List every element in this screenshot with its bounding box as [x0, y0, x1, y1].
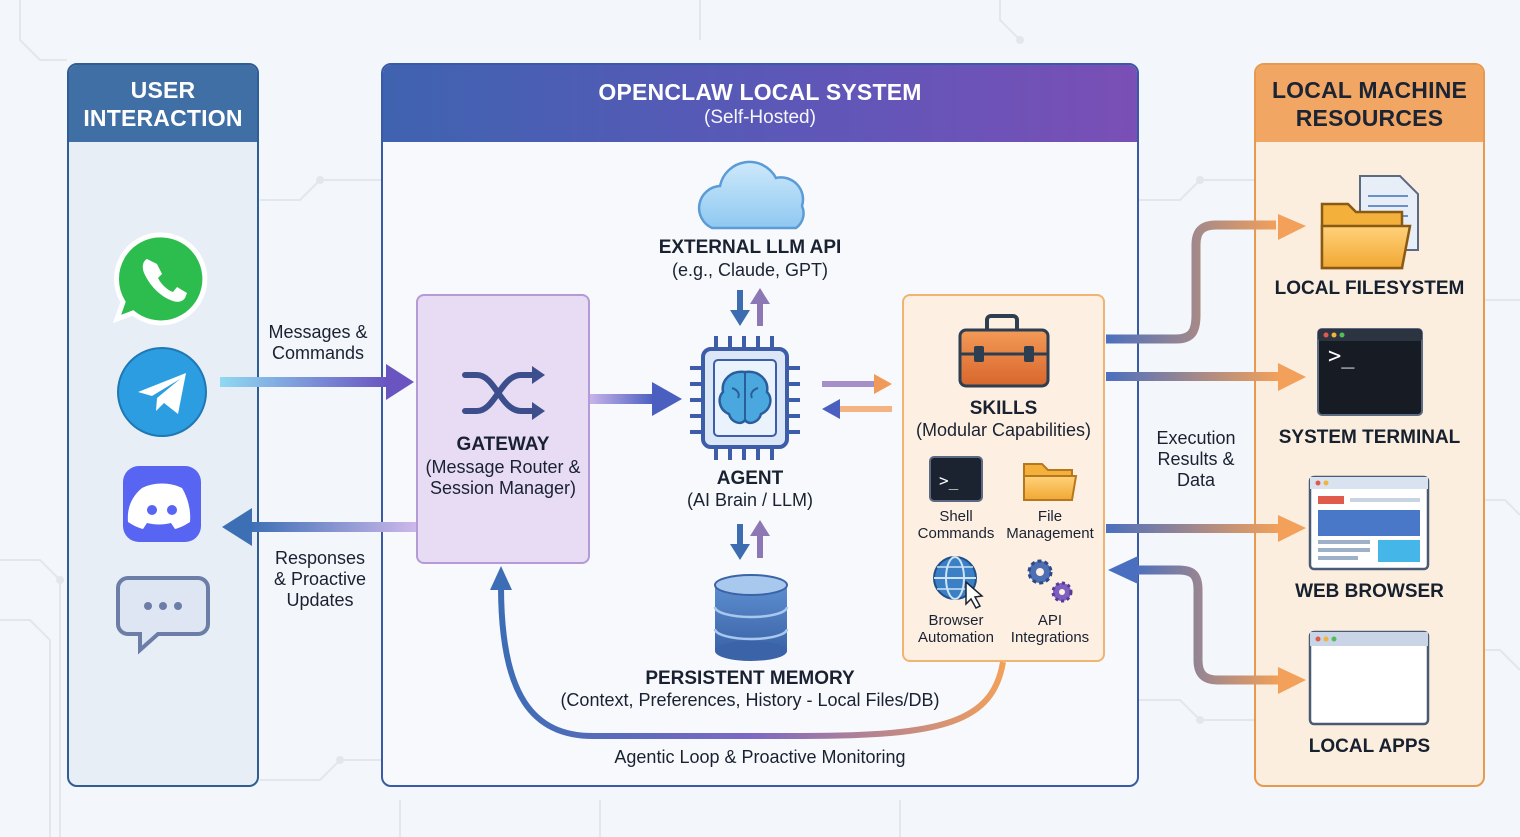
skill-file-line2: Management: [1006, 525, 1094, 542]
skills-description: (Modular Capabilities): [915, 420, 1092, 440]
agent-description: (AI Brain / LLM): [686, 490, 814, 510]
resource-label-apps: LOCAL APPS: [1308, 736, 1431, 757]
resource-label-browser: WEB BROWSER: [1295, 581, 1444, 602]
skills-box: [902, 294, 1105, 662]
outbound-label-line3: Updates: [286, 590, 354, 610]
gateway-title: GATEWAY: [456, 434, 550, 455]
memory-title: PERSISTENT MEMORY: [645, 668, 855, 689]
skill-file-management: File Management: [1004, 508, 1096, 542]
inbound-label-line1: Messages &: [268, 322, 368, 342]
resources-panel-title-line1: LOCAL MACHINE: [1271, 76, 1468, 103]
agentic-loop-label: Agentic Loop & Proactive Monitoring: [614, 747, 906, 767]
execution-label-line2: Results &: [1157, 449, 1235, 469]
skill-shell-line1: Shell: [939, 508, 973, 525]
outbound-label-line1: Responses: [274, 548, 366, 568]
outbound-label-line2: & Proactive: [273, 569, 367, 589]
gateway-desc-line1: (Message Router &: [425, 457, 581, 477]
system-panel-title: OPENCLAW LOCAL SYSTEM: [598, 78, 922, 105]
outbound-label: Responses & Proactive Updates: [262, 548, 378, 611]
user-panel-title-line1: USER: [130, 76, 196, 103]
resources-panel-title-line2: RESOURCES: [1295, 104, 1444, 131]
user-panel-title-line2: INTERACTION: [83, 104, 243, 131]
execution-label-line3: Data: [1176, 470, 1216, 490]
resource-label-filesystem: LOCAL FILESYSTEM: [1274, 278, 1465, 299]
skill-api-line1: API: [1037, 612, 1063, 629]
skill-file-line1: File: [1037, 508, 1063, 525]
skill-api-line2: Integrations: [1010, 629, 1090, 646]
system-panel-subtitle: (Self-Hosted): [704, 106, 816, 128]
execution-label: Execution Results & Data: [1142, 428, 1250, 491]
skill-browser-line1: Browser: [928, 612, 984, 629]
memory-description: (Context, Preferences, History - Local F…: [560, 690, 940, 710]
system-panel-header: OPENCLAW LOCAL SYSTEM (Self-Hosted): [383, 65, 1137, 142]
inbound-label: Messages & Commands: [262, 322, 374, 364]
user-interaction-panel: USER INTERACTION: [67, 63, 259, 787]
execution-label-line1: Execution: [1156, 428, 1236, 448]
gateway-description: (Message Router & Session Manager): [416, 457, 590, 499]
gateway-desc-line2: Session Manager): [429, 478, 577, 498]
llm-title: EXTERNAL LLM API: [658, 237, 842, 258]
user-panel-header: USER INTERACTION: [69, 65, 257, 142]
skill-shell-commands: Shell Commands: [910, 508, 1002, 542]
agent-title: AGENT: [716, 468, 784, 489]
skill-browser-line2: Automation: [918, 629, 994, 646]
inbound-label-line2: Commands: [271, 343, 365, 363]
local-resources-panel: LOCAL MACHINE RESOURCES: [1254, 63, 1485, 787]
skill-api-integrations: API Integrations: [1004, 612, 1096, 646]
skill-shell-line2: Commands: [917, 525, 995, 542]
skill-browser-automation: Browser Automation: [910, 612, 1002, 646]
terminal-prompt-text: >_: [1328, 344, 1355, 369]
llm-description: (e.g., Claude, GPT): [671, 260, 829, 280]
resources-panel-header: LOCAL MACHINE RESOURCES: [1256, 65, 1483, 142]
skills-title: SKILLS: [969, 398, 1038, 419]
gateway-box: [416, 294, 590, 564]
resource-label-terminal: SYSTEM TERMINAL: [1278, 427, 1461, 448]
